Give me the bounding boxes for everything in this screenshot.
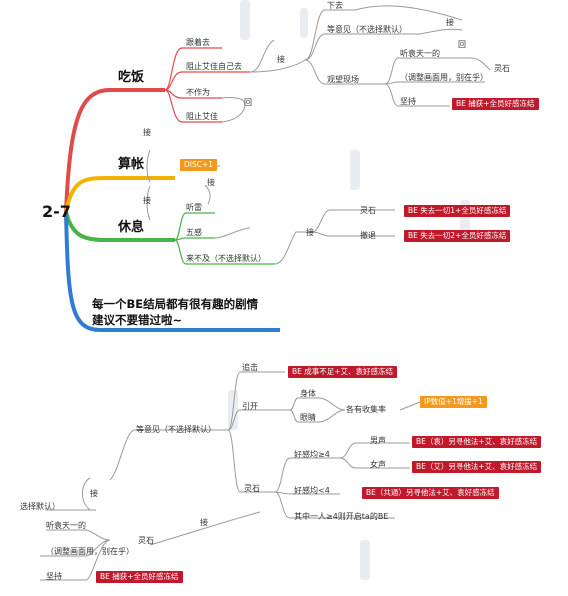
option-persist: 坚持 <box>400 97 416 106</box>
option-go-down: 下去 <box>327 1 343 10</box>
option-wait-opinion: 等意见（不选择默认） <box>327 25 407 34</box>
female-voice-label: 女声 <box>370 460 386 469</box>
rest-sub-lines <box>174 212 275 265</box>
option-adjust-note: （调整画面用，别在乎） <box>400 73 488 82</box>
collection-rate-label: 各有收集率 <box>346 405 386 414</box>
lingshi-bottom: 灵石 <box>244 484 260 493</box>
ip-tag: IP数值+1增援+1 <box>420 396 487 408</box>
option-watch-scene: 观望现场 <box>327 75 359 84</box>
connector-jie-5: 接 <box>306 228 314 237</box>
be-capture-tag: BE 捕获+全员好感冻结 <box>452 98 539 110</box>
note-line-2: 建议不要错过啦~ <box>92 313 183 327</box>
root-node: 2-7 <box>42 202 71 221</box>
branch-eat-line <box>64 88 165 213</box>
eyes-label: 眼睛 <box>300 413 316 422</box>
watermark-smudge <box>300 8 308 38</box>
be-capture-bottom-tag: BE 捕获+全员好感冻结 <box>96 571 183 583</box>
rest-option-five-senses: 五感 <box>186 228 202 237</box>
note-line-1: 每一个BE结局都有很有趣的剧情 <box>92 297 259 311</box>
be-common-tag: BE（共通）另寻他法+艾、袁好感冻结 <box>362 487 499 499</box>
lingshi-bottom-left: 灵石 <box>138 536 154 545</box>
eat-option-stop-self: 阻止艾佳自己去 <box>186 62 242 71</box>
connector-jie-3: 接 <box>143 196 151 205</box>
be-yuan-tag: BE（袁）另寻他法+艾、袁好感冻结 <box>412 436 542 448</box>
affection-ge4: 好感均≥4 <box>294 450 330 459</box>
bottom-jie-1: 接 <box>200 518 208 527</box>
watermark-smudge <box>350 150 360 190</box>
lingshi-mid: 灵石 <box>360 206 376 215</box>
branch-account-line <box>64 176 175 213</box>
adjust-note-bottom: （调整画面用，别在乎） <box>46 547 134 556</box>
be-lost-1-tag: BE 失去一切1+全员好感冻结 <box>404 205 511 217</box>
bottom-jie-2: 接 <box>90 489 98 498</box>
eat-option-no-action: 不作为 <box>186 88 210 97</box>
return-label-2: 回 <box>458 40 466 49</box>
default-stub: 选择默认） <box>20 502 60 511</box>
body-label: 身体 <box>300 389 316 398</box>
connector-jie-4: 接 <box>207 178 215 187</box>
branch-note-line <box>64 211 280 332</box>
be-lost-2-tag: BE 失去一切2+全员好感冻结 <box>404 230 511 242</box>
rest-option-too-late: 来不及（不选择默认） <box>186 254 266 263</box>
connector-jie-2: 接 <box>143 128 151 137</box>
rest-option-thunder: 听雷 <box>186 203 202 212</box>
watermark-smudge <box>460 200 470 240</box>
lingshi-top-right: 灵石 <box>494 64 510 73</box>
eat-option-stop-aijia: 阻止艾佳 <box>186 112 218 121</box>
male-voice-label: 男声 <box>370 436 386 445</box>
connector-jie-1: 接 <box>277 55 285 64</box>
listen-yuan-bottom: 听袁天一的 <box>46 521 86 530</box>
either-ge4-note: 其中一人≥4则开启ta的BE <box>294 512 389 521</box>
option-listen-yuan: 听袁天一的 <box>400 49 440 58</box>
top-gray-connectors <box>146 5 491 265</box>
chase-label: 追击 <box>242 363 258 372</box>
eat-sub-lines <box>164 47 250 123</box>
watermark-smudge <box>240 0 250 40</box>
branch-account-label: 算帐 <box>118 157 145 172</box>
bottom-gray-connectors <box>40 371 421 581</box>
wait-opinion-label: 等意见（不选择默认） <box>136 425 216 434</box>
disc-tag: DISC+1 <box>180 159 218 171</box>
be-failure-tag: BE 成事不足+艾、袁好感冻结 <box>288 366 398 378</box>
branch-rest-label: 休息 <box>118 220 145 235</box>
branch-eat-label: 吃饭 <box>118 70 145 85</box>
retreat-label: 撤退 <box>360 231 376 240</box>
watermark-smudge <box>360 540 370 580</box>
lead-away-label: 引开 <box>242 402 258 411</box>
persist-bottom: 坚持 <box>46 572 62 581</box>
affection-lt4: 好感均<4 <box>294 486 330 495</box>
connector-jie-6: 接 <box>446 18 454 27</box>
eat-option-follow: 跟着去 <box>186 38 210 47</box>
return-label: 回 <box>244 98 252 107</box>
be-ai-tag: BE（艾）另寻他法+艾、袁好感冻结 <box>412 461 542 473</box>
